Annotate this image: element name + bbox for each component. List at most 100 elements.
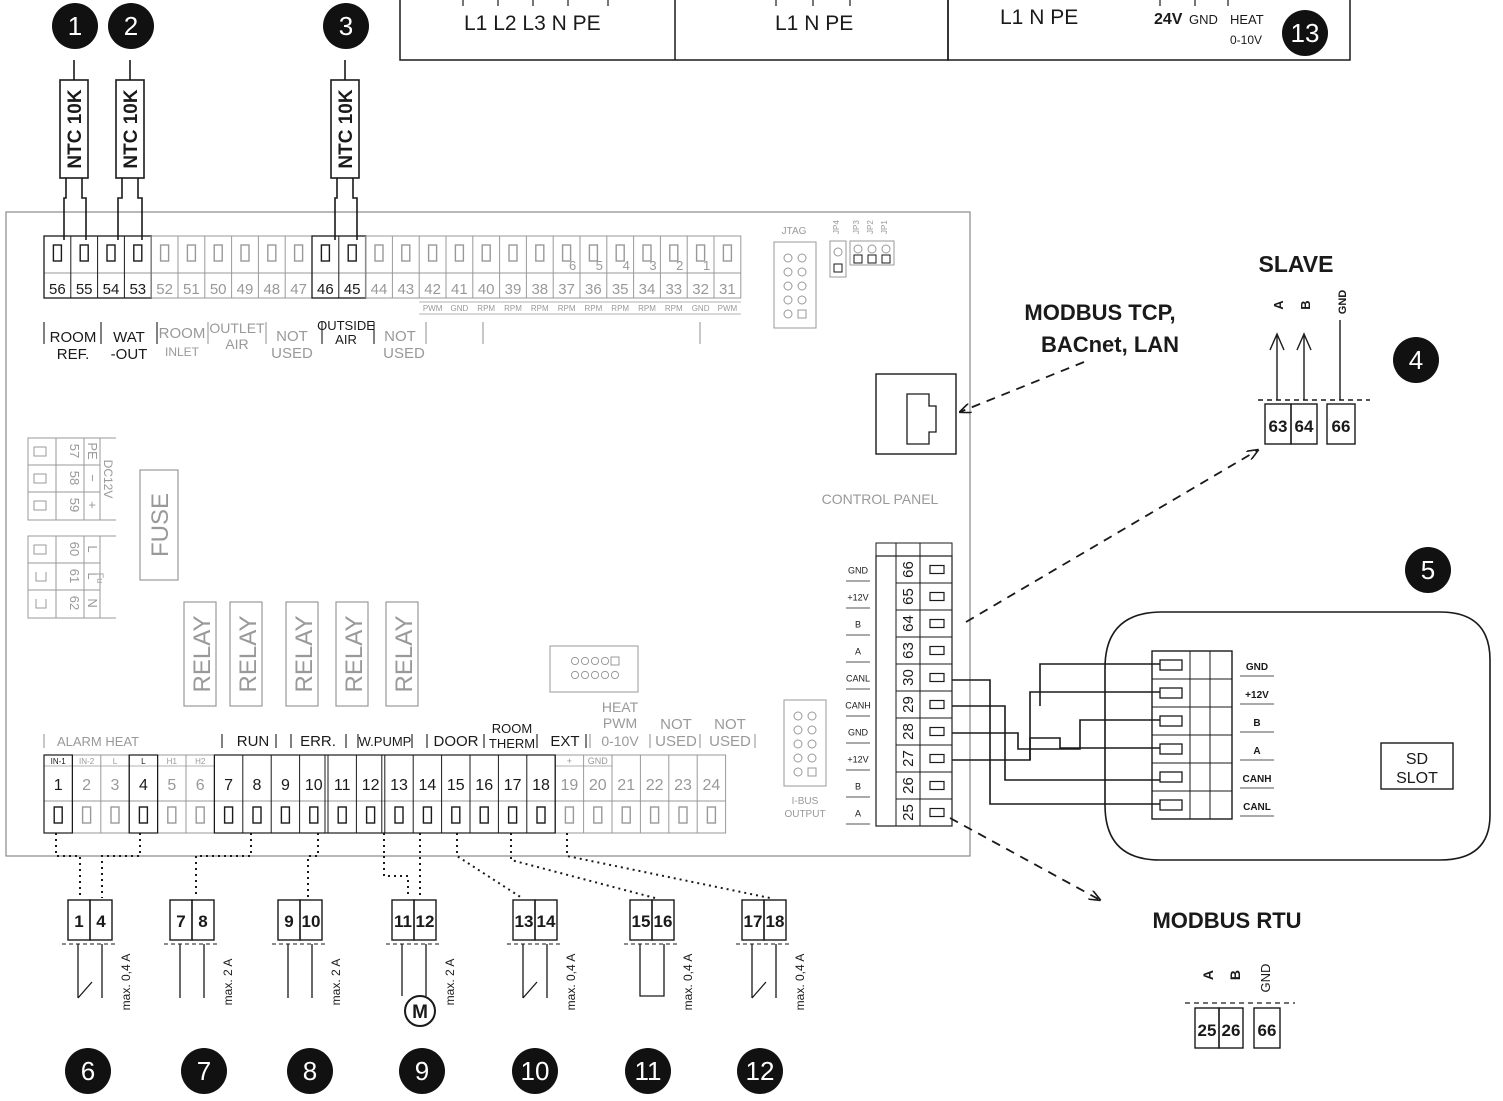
top-terminal-number: 44 bbox=[371, 281, 388, 298]
number-badge bbox=[1405, 547, 1451, 593]
ext-connector-pin: 8 bbox=[198, 912, 207, 931]
label-alarm-heat: ALARM HEAT bbox=[57, 734, 139, 749]
bottom-terminal-number: 18 bbox=[532, 777, 550, 794]
label-not-used-a: NOT bbox=[276, 328, 308, 345]
bottom-terminal-sub-label: GND bbox=[588, 756, 609, 766]
ext-connector-pin: 10 bbox=[302, 912, 321, 931]
number-badge bbox=[512, 1048, 558, 1094]
number-badge bbox=[737, 1048, 783, 1094]
module-pin-label: B bbox=[1253, 718, 1260, 729]
jumper-label: JP4 bbox=[832, 220, 841, 234]
power-terminal-symbol: + bbox=[85, 501, 100, 509]
bottom-terminal-number: 2 bbox=[82, 777, 91, 794]
ext-connector-rating: max. 0,4 A bbox=[681, 954, 695, 1011]
cp-terminal-label: CANH bbox=[845, 701, 871, 711]
top-terminal-sub-label: RPM bbox=[477, 304, 495, 313]
top-terminal-sub-label: RPM bbox=[665, 304, 683, 313]
top-terminal-sub-label: RPM bbox=[638, 304, 656, 313]
bottom-terminal-number: 4 bbox=[139, 777, 148, 794]
power-terminal-number: 58 bbox=[67, 471, 82, 485]
label-not-used-c-2: USED bbox=[655, 733, 697, 750]
rtu-term-66: 66 bbox=[1258, 1021, 1277, 1040]
modbus-tcp-label: MODBUS TCP, bbox=[1024, 300, 1175, 325]
label-room-ref: ROOM bbox=[50, 329, 97, 346]
ntc-label-1: NTC 10K bbox=[65, 89, 86, 168]
top-terminal-number: 33 bbox=[665, 281, 682, 298]
top-terminal-number: 46 bbox=[317, 281, 334, 298]
power-terminal-number: 62 bbox=[67, 596, 82, 610]
bottom-terminal-number: 19 bbox=[561, 777, 579, 794]
motor: M bbox=[404, 995, 436, 1027]
ext-connector-pin: 13 bbox=[515, 912, 534, 931]
ntc-label-3: NTC 10K bbox=[336, 89, 357, 168]
number-badge-label: 4 bbox=[1409, 345, 1423, 375]
label-heat-pwm: HEAT bbox=[602, 699, 639, 715]
top-fan-number: 5 bbox=[596, 258, 603, 273]
top-terminal-sub-label: RPM bbox=[504, 304, 522, 313]
number-badge bbox=[287, 1048, 333, 1094]
number-badge-label: 6 bbox=[81, 1056, 95, 1086]
ext-connector-pin: 1 bbox=[74, 912, 83, 931]
top-terminal-number: 41 bbox=[451, 281, 468, 298]
module-pin-label: CANH bbox=[1243, 774, 1272, 785]
label-room-inlet-2: INLET bbox=[165, 345, 200, 359]
ibus-label: I-BUS bbox=[792, 796, 819, 807]
small-header bbox=[549, 645, 639, 693]
control-panel-label: CONTROL PANEL bbox=[822, 491, 939, 507]
ext-connector-pin: 7 bbox=[176, 912, 185, 931]
cp-terminal-number: 27 bbox=[900, 750, 917, 767]
slave-term-64: 64 bbox=[1295, 417, 1314, 436]
number-badge-label: 2 bbox=[124, 11, 138, 41]
bottom-terminal-number: 1 bbox=[54, 777, 63, 794]
slave-title: SLAVE bbox=[1259, 251, 1334, 277]
bottom-terminal-number: 9 bbox=[281, 777, 290, 794]
label-room-therm: ROOM bbox=[492, 721, 532, 736]
power-fu-label: Fu bbox=[95, 573, 105, 584]
jtag-label: JTAG bbox=[782, 226, 807, 237]
ext-connector-rating: max. 0,4 A bbox=[119, 954, 133, 1011]
label-ext: EXT bbox=[550, 733, 579, 750]
fuse-label: FUSE bbox=[147, 493, 174, 557]
cp-terminal-label: CANL bbox=[846, 674, 870, 684]
top-terminal-sub-label: GND bbox=[692, 304, 710, 313]
label-wat-out-2: -OUT bbox=[111, 346, 148, 363]
label-outlet-air: OUTLET bbox=[209, 320, 265, 336]
cp-terminal-number: 25 bbox=[900, 804, 917, 821]
box-c-label: L1 N PE bbox=[1000, 6, 1078, 29]
power-terminal-symbol: PE bbox=[85, 442, 100, 460]
relay-label: RELAY bbox=[235, 616, 262, 693]
ibus-label-2: OUTPUT bbox=[784, 809, 825, 820]
bottom-terminal-sub-label: L bbox=[141, 757, 146, 766]
rtu-pin-b: B bbox=[1227, 970, 1243, 980]
cp-terminal-number: 63 bbox=[900, 642, 917, 659]
top-power-boxes bbox=[399, 0, 1351, 61]
bottom-terminal-number: 21 bbox=[617, 777, 635, 794]
top-fan-number: 1 bbox=[703, 258, 710, 273]
bottom-terminal-number: 10 bbox=[305, 777, 323, 794]
bottom-terminal-number: 20 bbox=[589, 777, 607, 794]
power-terminal-number: 59 bbox=[67, 498, 82, 512]
ext-connector-rating: max. 2 A bbox=[221, 959, 235, 1006]
bottom-terminal-sub-label: IN-1 bbox=[51, 757, 67, 766]
cp-terminal-number: 65 bbox=[900, 588, 917, 605]
box-c-24v: 24V bbox=[1154, 11, 1183, 28]
label-room-ref-2: REF. bbox=[57, 346, 90, 363]
top-terminal-number: 31 bbox=[719, 281, 736, 298]
top-group-labels: ROOM REF. WAT -OUT ROOM INLET OUTLET AIR… bbox=[43, 318, 701, 363]
number-badge bbox=[1282, 10, 1328, 56]
top-terminal-number: 34 bbox=[639, 281, 656, 298]
top-fan-number: 4 bbox=[623, 258, 630, 273]
power-terminal-number: 57 bbox=[67, 444, 82, 458]
number-badge-label: 5 bbox=[1421, 555, 1435, 585]
modbus-rtu-connector: MODBUS RTU A B GND 25 26 66 bbox=[1152, 908, 1302, 1049]
power-terminal-block bbox=[27, 437, 116, 619]
box-b-label: L1 N PE bbox=[775, 12, 853, 35]
top-terminal-sub-label: RPM bbox=[585, 304, 603, 313]
number-badge bbox=[108, 3, 154, 49]
dotted-leads bbox=[55, 833, 771, 899]
label-wat-out: WAT bbox=[113, 329, 145, 346]
number-badge bbox=[52, 3, 98, 49]
cp-terminal-label: GND bbox=[848, 728, 869, 738]
